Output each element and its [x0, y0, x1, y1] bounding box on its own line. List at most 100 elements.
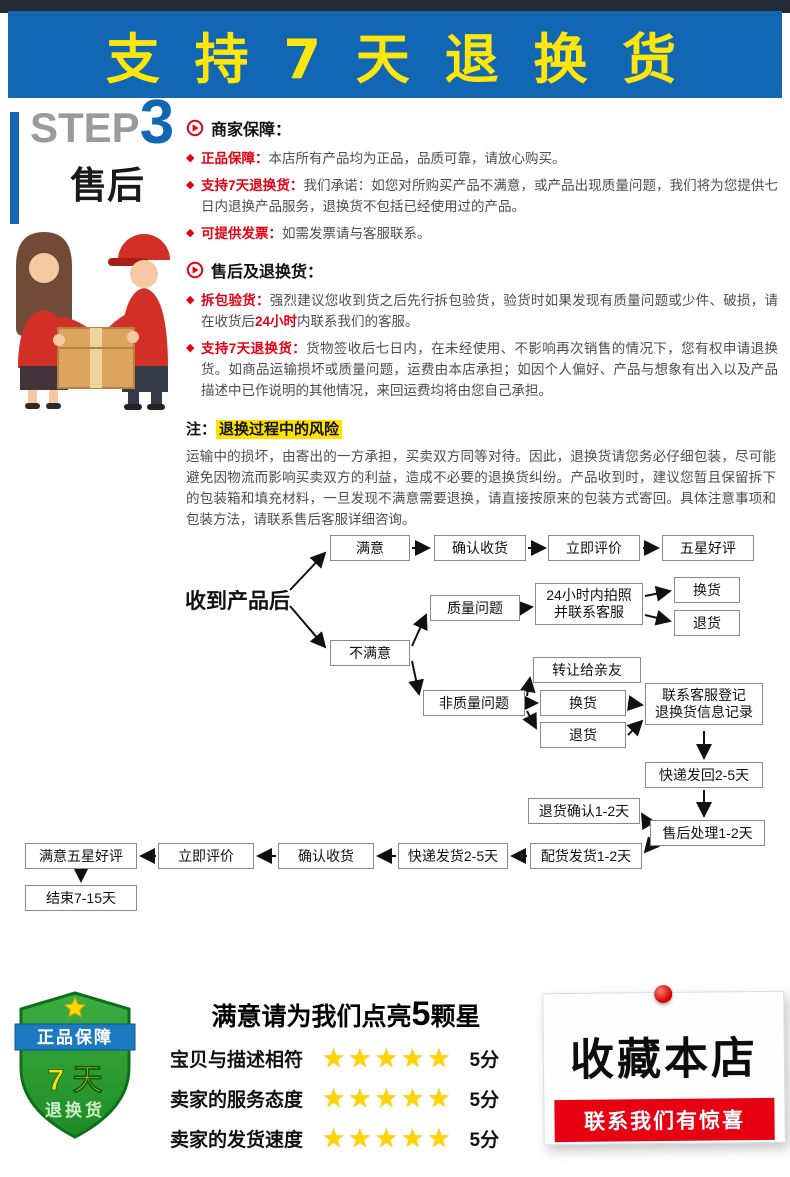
flow-node-exchange-1: 换货: [674, 577, 740, 603]
item-text-highlight: 24小时: [255, 314, 298, 329]
flow-node-quality-issue: 质量问题: [430, 595, 520, 621]
step-badge: STEP 3 售后: [30, 88, 175, 209]
rating-score: 5分: [469, 1049, 500, 1071]
rating-title: 满意请为我们点亮5颗星: [170, 994, 522, 1035]
section-title: 售后及退换货：: [211, 264, 324, 281]
list-item: 拆包验货：强烈建议您收到货之后先行拆包验货，验货时如果发现有质量问题或少件、破损…: [186, 290, 778, 332]
section-title-row: 商家保障：: [186, 116, 778, 140]
diamond-bullet-icon: [186, 223, 194, 244]
pushpin-icon: [654, 984, 673, 1004]
badge-small-text: 退换货: [45, 1100, 105, 1120]
header-banner: 支 持 7 天 退 换 货: [8, 11, 782, 98]
flow-node-line: 联系客服登记: [662, 687, 746, 703]
star-icon: [64, 996, 86, 1018]
rating-score: 5分: [469, 1089, 500, 1111]
diamond-bullet-icon: [186, 338, 194, 359]
section-title: 商家保障：: [211, 122, 292, 139]
flow-node-confirm-receipt: 确认收货: [434, 535, 526, 561]
flow-node-exchange-2: 换货: [540, 690, 626, 716]
flow-node-end: 结束7-15天: [25, 885, 137, 911]
diamond-bullet-icon: [186, 290, 194, 311]
flow-node-contact-service: 联系客服登记 退换货信息记录: [645, 683, 763, 725]
rating-label: 卖家的发货速度: [170, 1129, 304, 1151]
rating-title-number: 5: [411, 995, 431, 1033]
flow-node-aftersale-process: 售后处理1-2天: [650, 820, 765, 846]
flow-node-return-confirm: 退货确认1-2天: [528, 798, 640, 824]
rating-label: 卖家的服务态度: [170, 1089, 304, 1111]
flow-node-transfer-friends: 转让给亲友: [533, 657, 641, 683]
rating-row: 宝贝与描述相符 ★★★★★ 5分: [170, 1042, 522, 1075]
list-item: 支持7天退换货：货物签收后七日内，在未经使用、不影响再次销售的情况下，您有权申请…: [186, 338, 778, 401]
flowchart-arrows: [73, 540, 712, 883]
note-prefix: 注：: [186, 421, 217, 438]
step-label: STEP: [30, 103, 140, 151]
diamond-bullet-icon: [186, 175, 194, 196]
flow-start-label: 收到产品后: [185, 590, 290, 613]
item-text: 内联系我们的客服。: [297, 314, 419, 329]
delivery-handover-illustration: [16, 232, 170, 410]
item-text: 本店所有产品均为正品，品质可靠，请放心购买。: [268, 151, 566, 166]
section-risk-note: 注：退换过程中的风险 运输中的损坏，由寄出的一方承担，买卖双方同等对待。因此，退…: [186, 418, 776, 530]
flow-node-return-1: 退货: [674, 610, 740, 636]
rating-title-pre: 满意请为我们点亮: [211, 1003, 412, 1031]
note-highlight: 退换过程中的风险: [216, 420, 343, 439]
flow-node-return-2: 退货: [540, 722, 626, 748]
flow-node-photo-24h: 24小时内拍照 并联系客服: [535, 583, 643, 625]
flow-node-confirm-receipt-2: 确认收货: [278, 843, 374, 869]
flow-node-satisfied-five-star: 满意五星好评: [25, 843, 137, 869]
flow-node-line: 24小时内拍照: [546, 587, 632, 603]
five-stars-icon: ★★★★★: [322, 1043, 454, 1074]
collect-shop-note: 收藏本店 联系我们有惊喜: [542, 984, 786, 1146]
five-stars-icon: ★★★★★: [322, 1123, 454, 1154]
flow-node-line: 并联系客服: [554, 603, 624, 620]
circle-arrow-icon: [186, 261, 204, 279]
note-title: 注：退换过程中的风险: [186, 418, 776, 439]
rating-row: 卖家的发货速度 ★★★★★ 5分: [170, 1122, 522, 1155]
list-item: 可提供发票：如需发票请与客服联系。: [186, 223, 778, 244]
section-aftersale-returns: 售后及退换货： 拆包验货：强烈建议您收到货之后先行拆包验货，验货时如果发现有质量…: [186, 258, 778, 407]
rating-title-post: 颗星: [430, 1003, 481, 1031]
item-text: 如需发票请与客服联系。: [282, 226, 431, 241]
circle-arrow-icon: [186, 119, 204, 137]
flow-node-review-2: 立即评价: [158, 843, 254, 869]
section-title-row: 售后及退换货：: [186, 258, 778, 282]
flow-node-five-star: 五星好评: [662, 535, 754, 561]
item-label: 可提供发票：: [201, 226, 282, 241]
collect-shop-title: 收藏本店: [569, 1033, 759, 1086]
flow-node-nonquality-issue: 非质量问题: [423, 690, 525, 716]
contact-us-banner: 联系我们有惊喜: [554, 1097, 775, 1143]
item-label: 拆包验货：: [201, 293, 270, 308]
flow-node-express-back: 快递发回2-5天: [645, 762, 763, 788]
return-process-flowchart: 收到产品后 满意 确认收货 立即评价 五星好评 质量问题 24小时内拍照 并联系…: [0, 530, 790, 930]
step-number: 3: [139, 88, 175, 157]
step-side-bar: [10, 112, 19, 224]
top-dark-strip: [0, 0, 790, 13]
item-text: 我们承诺：如您对所购买产品不满意，或产品出现质量问题，我们将为您提供七日内退换产…: [201, 178, 778, 214]
banner-title: 支 持 7 天 退 换 货: [105, 28, 685, 91]
rating-block: 满意请为我们点亮5颗星 宝贝与描述相符 ★★★★★ 5分 卖家的服务态度 ★★★…: [170, 994, 522, 1155]
five-stars-icon: ★★★★★: [322, 1083, 454, 1114]
step-name: 售后: [70, 164, 144, 206]
section-merchant-guarantee: 商家保障： 正品保障：本店所有产品均为正品，品质可靠，请放心购买。 支持7天退换…: [186, 116, 778, 250]
flow-node-line: 退换货信息记录: [655, 703, 753, 720]
flow-node-dispatch: 配货发货1-2天: [530, 843, 642, 869]
item-label: 支持7天退换货：: [201, 341, 307, 356]
footer: 正品保障 7 天 退换货 满意请为我们点亮5颗星 宝贝与描述相符 ★★★★★ 5…: [0, 984, 790, 1171]
badge-ribbon-text: 正品保障: [37, 1027, 113, 1047]
flow-node-satisfied: 满意: [330, 535, 410, 561]
rating-label: 宝贝与描述相符: [170, 1049, 304, 1071]
list-item: 支持7天退换货：我们承诺：如您对所购买产品不满意，或产品出现质量问题，我们将为您…: [186, 175, 778, 217]
flow-node-express-send: 快递发货2-5天: [398, 843, 508, 869]
item-label: 支持7天退换货：: [201, 178, 304, 193]
item-text: 货物签收后七日内，在未经使用、不影响再次销售的情况下，您有权申请退换货。如商品运…: [201, 341, 779, 398]
rating-row: 卖家的服务态度 ★★★★★ 5分: [170, 1082, 522, 1115]
flow-node-unsatisfied: 不满意: [330, 640, 410, 666]
genuine-guarantee-shield-badge: 正品保障 7 天 退换货: [14, 991, 136, 1139]
item-label: 正品保障：: [201, 151, 269, 166]
ribbon-banner: [14, 1023, 136, 1051]
flow-node-review-now: 立即评价: [548, 535, 640, 561]
badge-big-text: 7 天: [47, 1064, 102, 1097]
note-body: 运输中的损坏，由寄出的一方承担，买卖双方同等对待。因此，退换货请您务必仔细包装，…: [186, 449, 776, 527]
rating-score: 5分: [469, 1129, 500, 1151]
